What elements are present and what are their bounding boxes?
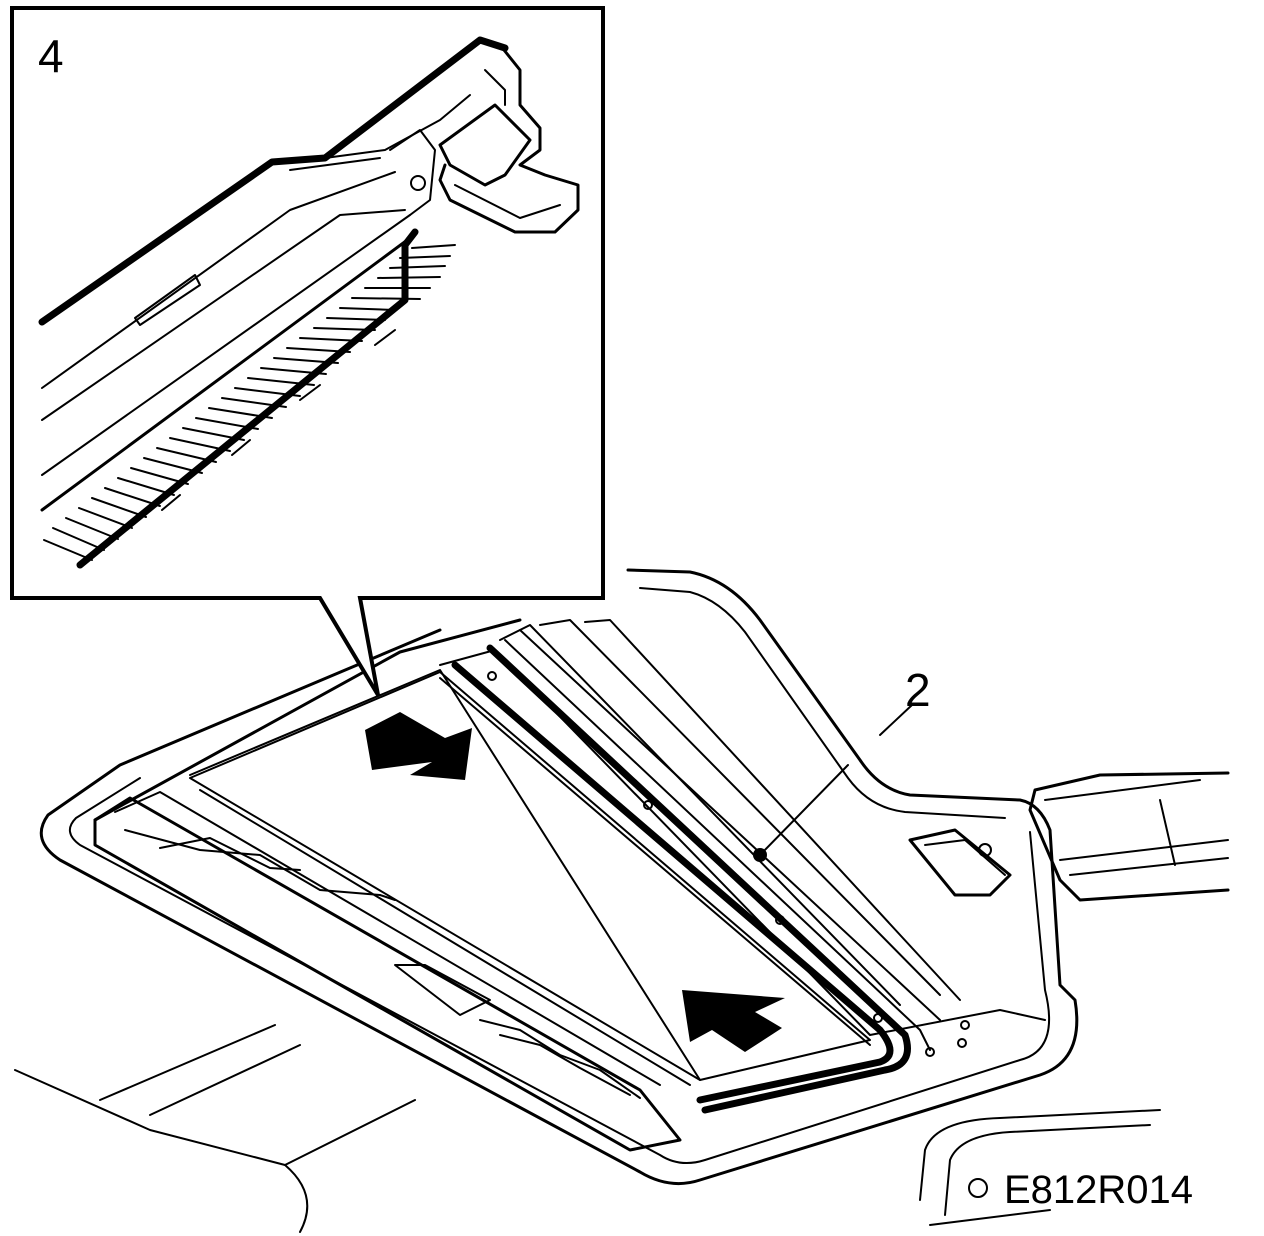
part-leader-line (759, 704, 913, 856)
sunroof-glass-panel (189, 671, 871, 1086)
sunshade-rail (439, 629, 970, 1114)
detail-callout-frame (10, 6, 605, 697)
side-track-slots (124, 829, 641, 1099)
rear-deck (919, 1109, 1161, 1226)
seat-backrest-right (1028, 771, 1230, 902)
figure-code-label: E812R014 (1004, 1168, 1193, 1212)
fabric-hatching (43, 244, 456, 561)
detail-callout: 4 (10, 6, 605, 697)
part-leader-dot (753, 848, 767, 862)
roof-handle (908, 828, 1012, 897)
arrow-up-left-icon (682, 990, 785, 1052)
roof-panel (39, 568, 1079, 1186)
movement-arrows (365, 712, 785, 1052)
end-bracket (389, 38, 580, 234)
seat-headrest-left (14, 1024, 416, 1233)
sunroof-frame (93, 618, 1046, 1152)
sunshade-fabric (43, 228, 456, 569)
part-number-label: 2 (905, 664, 931, 716)
arrow-down-right-icon (365, 712, 472, 780)
detail-number-label: 4 (38, 30, 64, 82)
